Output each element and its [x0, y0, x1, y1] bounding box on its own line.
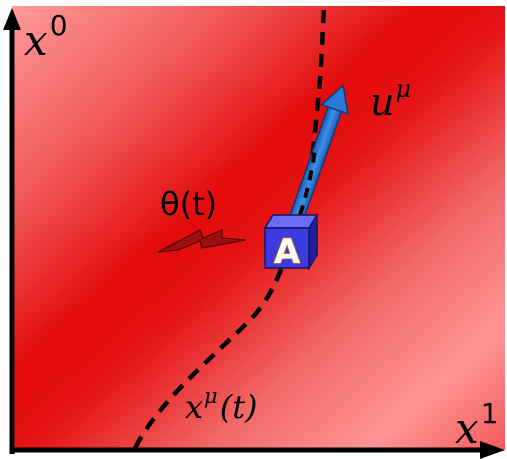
worldline-label: xμ(t): [185, 384, 258, 426]
vertical-axis-label: x0: [24, 9, 68, 65]
worldline-over-arrow: [298, 149, 317, 216]
worldline-curve: [133, 5, 327, 450]
velocity-symbol: u: [370, 80, 394, 124]
signal-bolt-icon: [157, 229, 247, 253]
vertical-axis-arrowhead: [3, 8, 21, 30]
horizontal-axis-symbol: x: [455, 404, 479, 453]
velocity-superscript: μ: [395, 75, 411, 103]
cube-top-face: [263, 214, 319, 229]
worldline-argument: (t): [220, 388, 258, 426]
vertical-axis-superscript: 0: [50, 9, 68, 42]
horizontal-axis-arrowhead: [480, 441, 505, 459]
horizontal-axis-label: x1: [455, 397, 499, 453]
vertical-axis-symbol: x: [24, 16, 48, 65]
velocity-label: uμ: [370, 75, 411, 124]
horizontal-axis: [10, 441, 505, 459]
worldline-symbol: x: [185, 388, 203, 426]
field-background: [12, 6, 505, 450]
vertical-axis: [3, 8, 21, 454]
observer-letter: A: [274, 232, 301, 272]
horizontal-axis-superscript: 1: [481, 397, 499, 430]
worldline-superscript: μ: [204, 384, 218, 408]
cube-front-face: [264, 227, 310, 269]
signal-label: θ(t): [160, 185, 217, 223]
observer-cube: A: [263, 212, 319, 273]
